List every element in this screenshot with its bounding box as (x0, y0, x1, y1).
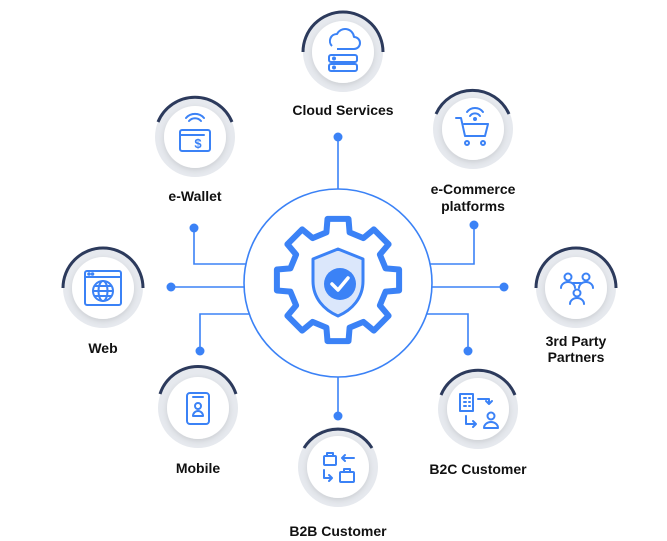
node-cloud-services: Cloud Services (292, 10, 394, 118)
web-globe-icon (84, 270, 122, 306)
node-3rd-party-partners: 3rd Party Partners (534, 246, 618, 365)
label-partners-line-2: Partners (548, 349, 605, 365)
label-e-wallet: e-Wallet (168, 188, 221, 204)
exchange-icon (323, 452, 355, 483)
connector-dots (166, 132, 509, 421)
building-user-icon (459, 393, 499, 429)
node-b2c-customer: B2C Customer (429, 368, 527, 477)
connector-ecom (428, 225, 475, 265)
connector-wallet (193, 228, 250, 265)
node-ecommerce: e-Commerce platforms (431, 88, 516, 214)
node-e-wallet: $ e-Wallet (155, 95, 235, 204)
label-mobile: Mobile (176, 460, 221, 476)
wallet-icon: $ (179, 112, 211, 152)
connectors (171, 137, 504, 416)
mobile-user-icon (186, 392, 210, 425)
label-cloud-services: Cloud Services (292, 102, 393, 118)
connector-b2c (426, 313, 469, 351)
node-web: Web (61, 246, 145, 356)
label-b2b-customer: B2B Customer (289, 523, 387, 539)
label-ecommerce-line-1: e-Commerce (431, 181, 516, 197)
central-hub (243, 188, 433, 378)
svg-text:$: $ (194, 136, 202, 151)
partners-icon (560, 272, 594, 305)
cloud-server-icon (328, 28, 361, 72)
label-partners-line-1: 3rd Party (546, 333, 607, 349)
connector-mobile (199, 313, 250, 351)
label-web: Web (88, 340, 117, 356)
label-ecommerce-line-2: platforms (441, 198, 505, 214)
node-mobile: Mobile (158, 364, 238, 476)
node-b2b-customer: B2B Customer (289, 427, 387, 539)
label-b2c-customer: B2C Customer (429, 461, 527, 477)
gear-shield-check-icon (273, 215, 403, 345)
shopping-cart-icon (455, 107, 489, 146)
